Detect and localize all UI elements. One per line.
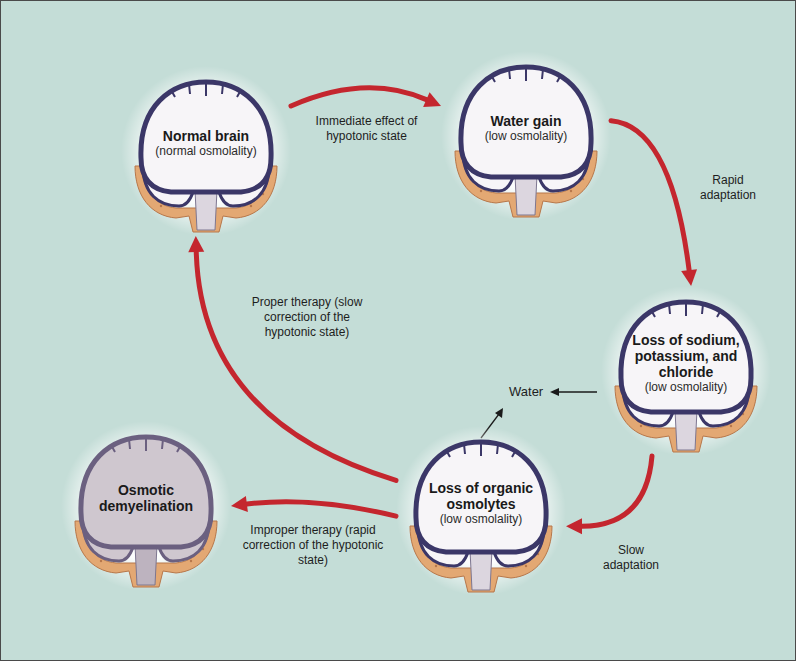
node-title: Loss of organic osmolytes bbox=[426, 480, 536, 512]
brain-node: Normal brain(normal osmolality) bbox=[121, 66, 291, 236]
arrow-line bbox=[291, 88, 426, 106]
edge-label: Slow adaptation bbox=[591, 543, 671, 573]
node-title: Water gain bbox=[490, 113, 561, 129]
arrow-line bbox=[247, 502, 396, 516]
arrow-line bbox=[196, 252, 396, 480]
brain-node: Water gain(low osmolality) bbox=[441, 51, 611, 221]
curved-arrow bbox=[231, 496, 396, 516]
curved-arrow bbox=[291, 88, 441, 107]
curved-arrow bbox=[611, 121, 697, 286]
leader-line bbox=[557, 391, 597, 392]
arrowhead bbox=[566, 518, 582, 534]
node-subtitle: (normal osmolality) bbox=[155, 144, 256, 158]
node-text-area: Water gain(low osmolality) bbox=[471, 85, 581, 171]
curved-arrow bbox=[566, 456, 652, 534]
node-text-area: Normal brain(normal osmolality) bbox=[151, 100, 261, 186]
arrowhead bbox=[231, 496, 248, 512]
brain-node: Osmotic demyelination bbox=[61, 421, 231, 591]
brain-node: Loss of sodium, potassium, and chloride(… bbox=[601, 286, 771, 456]
arrowhead bbox=[423, 92, 441, 107]
node-title: Normal brain bbox=[163, 128, 249, 144]
brain-node: Loss of organic osmolytes(low osmolality… bbox=[396, 426, 566, 596]
edge-label: Proper therapy (slow correction of the h… bbox=[237, 295, 377, 340]
arrow-line bbox=[611, 121, 689, 270]
node-title: Loss of sodium, potassium, and chloride bbox=[631, 332, 741, 380]
node-text-area: Loss of sodium, potassium, and chloride(… bbox=[631, 320, 741, 406]
label: Water bbox=[509, 384, 543, 400]
leader-arrowhead bbox=[495, 408, 503, 418]
edge-label: Rapid adaptation bbox=[691, 173, 765, 203]
arrowhead bbox=[188, 236, 204, 252]
arrow-line bbox=[582, 456, 652, 526]
curved-arrow bbox=[188, 236, 396, 480]
arrowhead bbox=[681, 269, 697, 286]
edge-label: Immediate effect of hypotonic state bbox=[299, 114, 434, 144]
node-title: Osmotic demyelination bbox=[91, 482, 201, 514]
node-text-area: Loss of organic osmolytes(low osmolality… bbox=[426, 460, 536, 546]
node-text-area: Osmotic demyelination bbox=[91, 455, 201, 541]
leader-arrowhead bbox=[550, 388, 559, 396]
node-subtitle: (low osmolality) bbox=[440, 512, 523, 526]
node-subtitle: (low osmolality) bbox=[485, 129, 568, 143]
node-subtitle: (low osmolality) bbox=[645, 380, 728, 394]
edge-label: Improper therapy (rapid correction of th… bbox=[237, 523, 389, 568]
